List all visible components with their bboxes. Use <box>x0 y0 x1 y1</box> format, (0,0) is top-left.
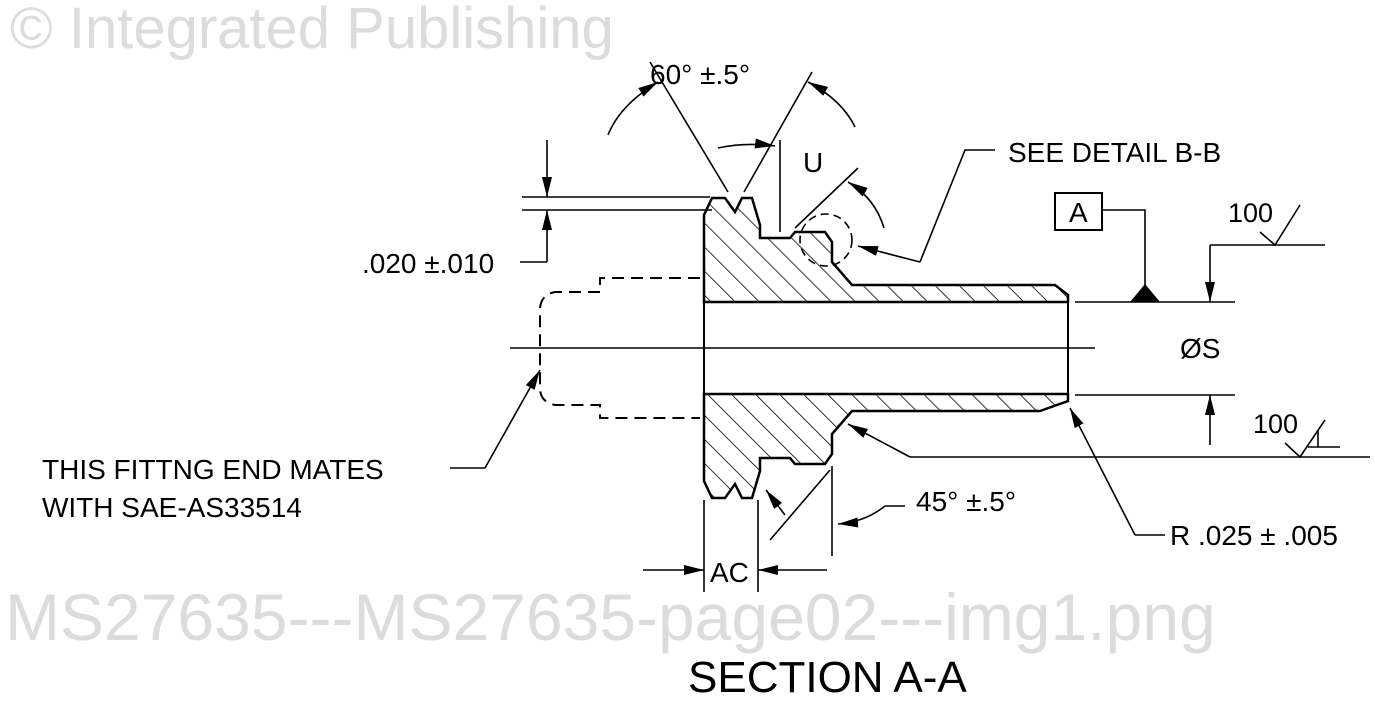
fitting-section <box>510 196 1095 500</box>
ac-label: AC <box>710 557 749 588</box>
section-title: SECTION A-A <box>688 653 967 702</box>
dimension-45deg: 45° ±.5° <box>765 466 1016 556</box>
datum-a: A <box>1054 192 1235 396</box>
surface-finish: 100 100 ØS <box>847 198 1370 459</box>
angle-60-label: 60° ±.5° <box>650 59 750 90</box>
mating-note: THIS FITTNG END MATES WITH SAE-AS33514 <box>42 369 541 523</box>
tolerance-020-label: .020 ±.010 <box>362 248 494 279</box>
finish-bottom-label: 100 <box>1253 409 1298 439</box>
diameter-s-label: ØS <box>1180 333 1220 364</box>
mating-part-outline <box>539 277 700 419</box>
datum-a-label: A <box>1069 197 1088 228</box>
watermark-line2: MS27635---MS27635-page02---img1.png <box>5 580 1216 654</box>
dimension-ac: AC <box>643 500 827 592</box>
see-detail-label: SEE DETAIL B-B <box>1008 137 1221 168</box>
finish-top-label: 100 <box>1228 198 1273 228</box>
radius-callout: R .025 ± .005 <box>1069 407 1338 551</box>
angle-45-label: 45° ±.5° <box>916 486 1016 517</box>
dimension-020: .020 ±.010 <box>362 140 712 279</box>
dimension-60deg: 60° ±.5° U <box>607 59 885 232</box>
u-label: U <box>803 147 823 178</box>
note-line1: THIS FITTNG END MATES <box>42 454 384 485</box>
watermark-line1: © Integrated Publishing <box>10 0 614 61</box>
radius-label: R .025 ± .005 <box>1170 520 1338 551</box>
note-line2: WITH SAE-AS33514 <box>42 492 302 523</box>
detail-b-callout: SEE DETAIL B-B <box>799 137 1221 267</box>
